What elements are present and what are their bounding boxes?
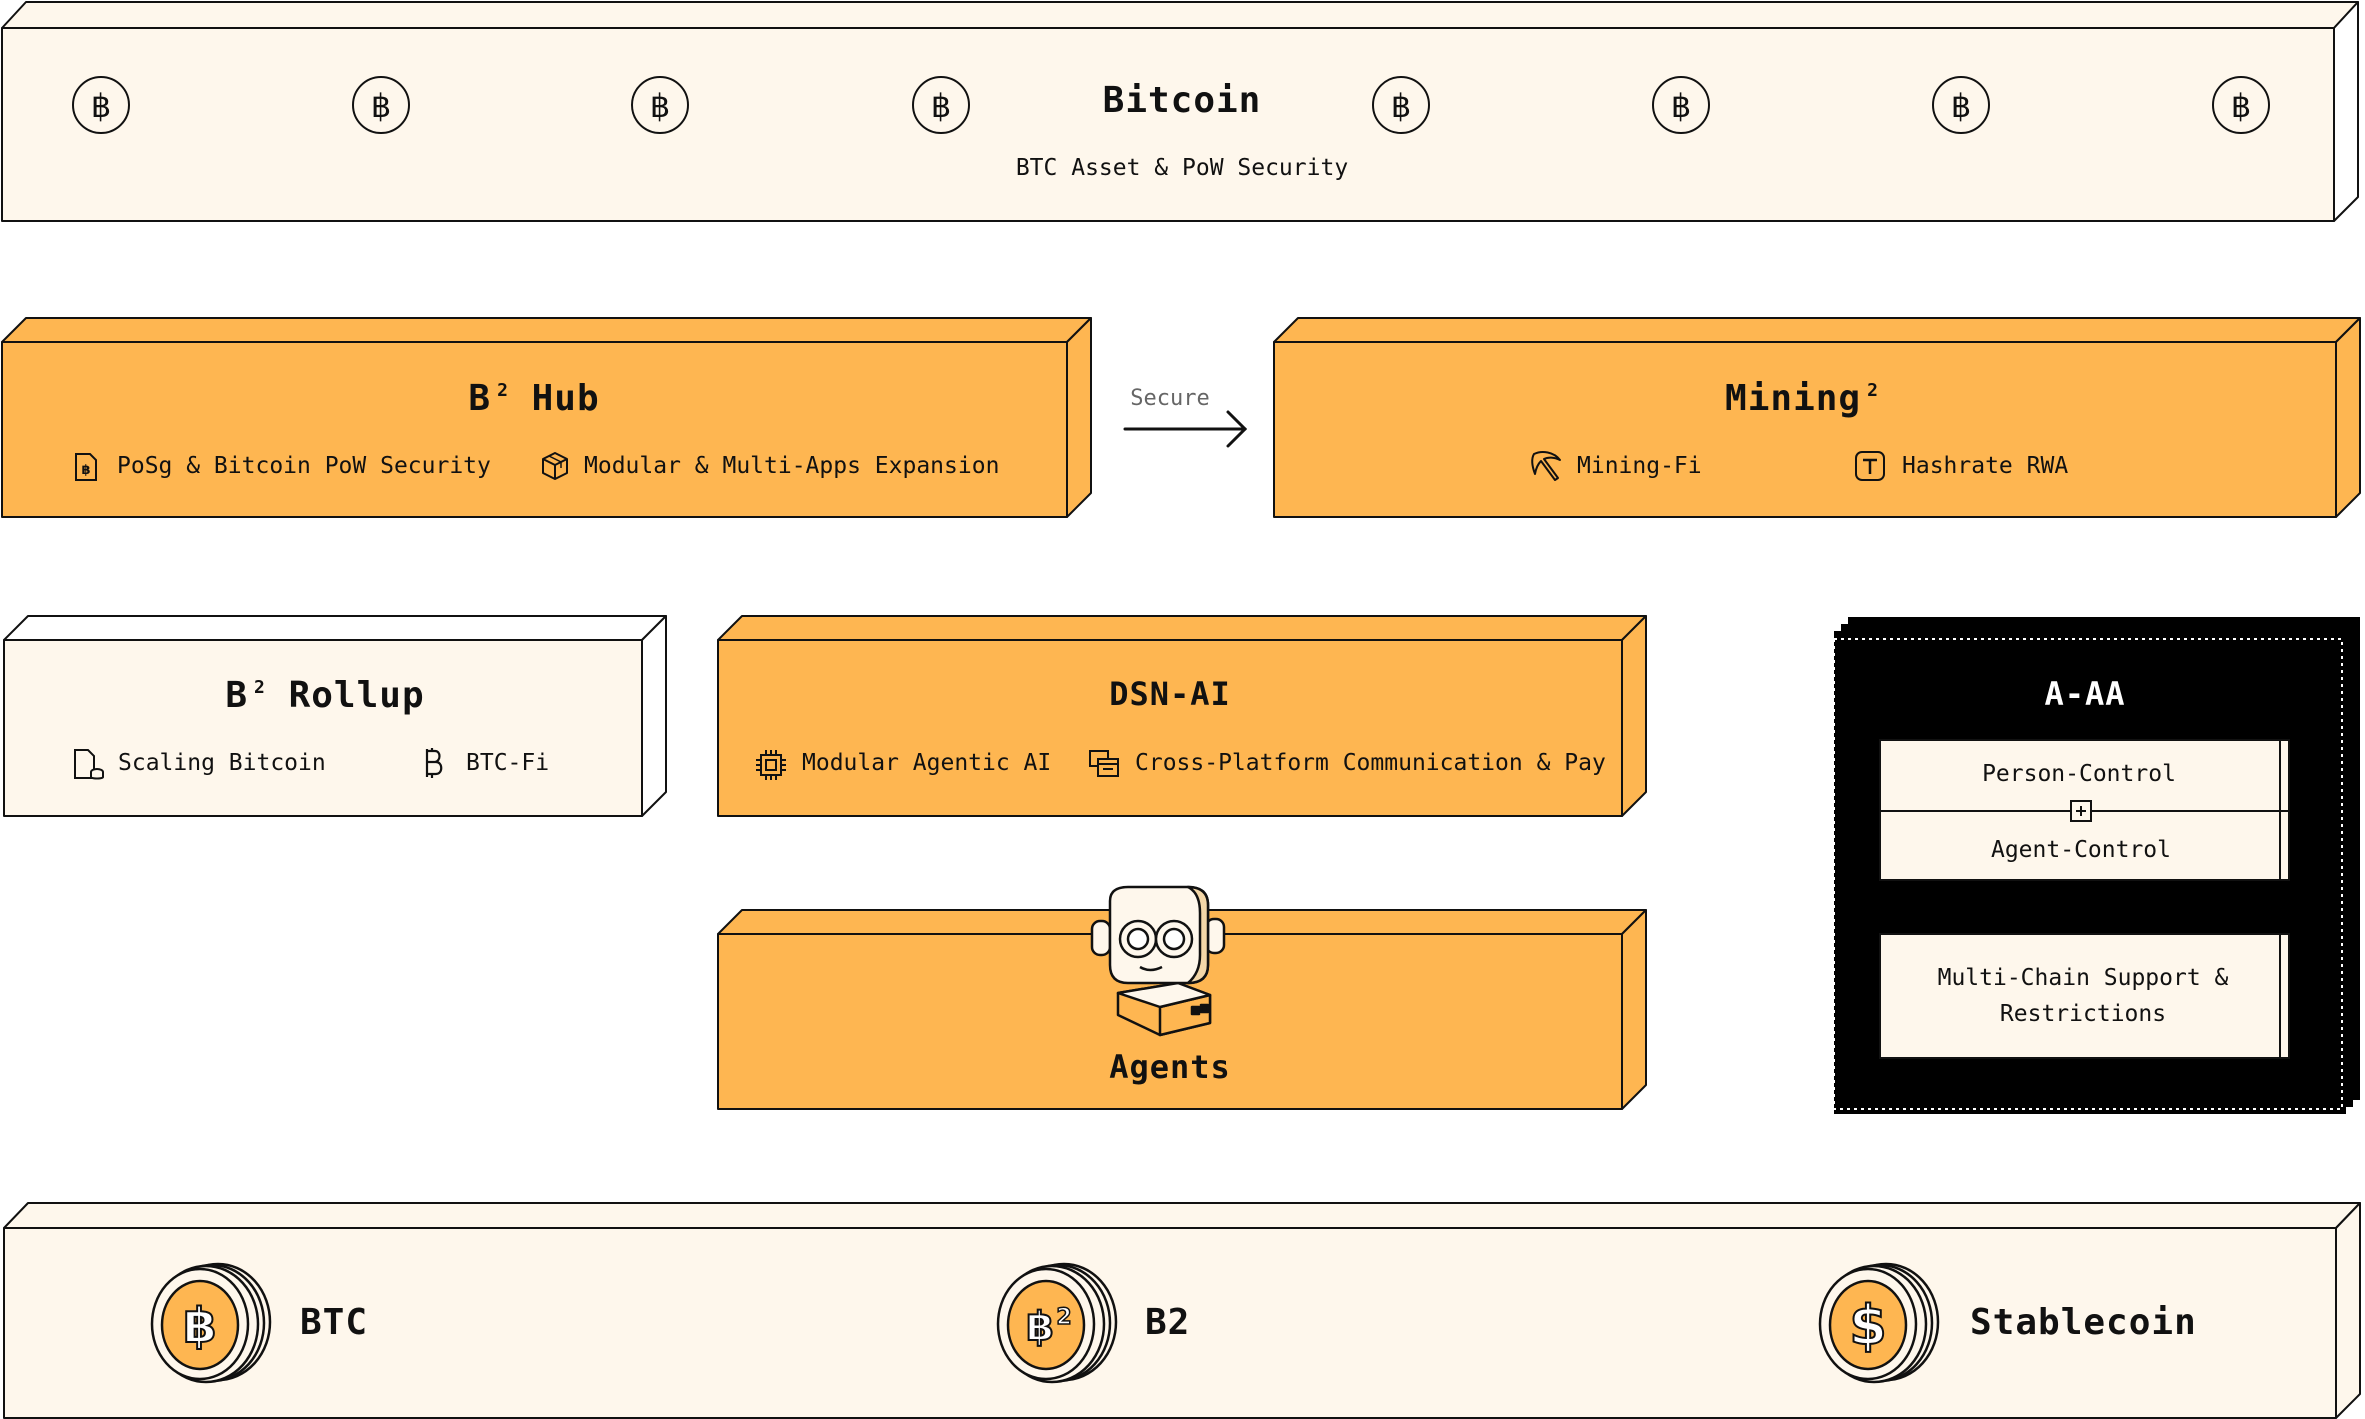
svg-text:฿: ฿ [81,463,90,478]
svg-text:฿: ฿ [91,87,111,125]
svg-text:฿: ฿ [1026,1304,1054,1350]
pickaxe-icon [1531,451,1561,481]
b2-coin-icon: ฿ 2 [996,1262,1118,1384]
mining-feature-mining-fi: Mining-Fi [1577,453,1702,479]
dsn-ai-title: DSN-AI [1109,675,1231,713]
svg-text:฿: ฿ [931,87,951,125]
bitcoin-circle-icon: ฿ [1652,76,1710,134]
svg-text:฿: ฿ [650,87,670,125]
dsn-ai-box [717,615,1647,817]
dsn-feature-modular-ai: Modular Agentic AI [802,750,1052,776]
rollup-feature-btcfi: BTC-Fi [466,750,550,776]
btc-coin-icon: ฿ [150,1262,272,1384]
svg-text:฿: ฿ [2231,87,2251,125]
multichain-line-2: Restrictions [1999,1001,2167,1027]
rollup-box [3,615,667,817]
b2-asset-label: B2 [1145,1302,1191,1343]
dollar-coin-icon: $ [1818,1262,1940,1384]
chip-icon [756,750,786,780]
bitcoin-circle-icon: ฿ [72,76,130,134]
bitcoin-circle-icon: ฿ [1932,76,1990,134]
agent-control-label: Agent-Control [1990,837,2172,863]
rollup-feature-scaling: Scaling Bitcoin [118,750,326,776]
hub-box [1,317,1092,518]
aaa-box [1833,617,2360,1114]
person-control-label: Person-Control [1982,761,2176,787]
windows-icon [1089,750,1119,777]
bitcoin-symbol-icon [425,748,443,778]
svg-text:฿: ฿ [1391,87,1411,125]
bitcoin-circle-icon: ฿ [2212,76,2270,134]
bitcoin-circle-icon: ฿ [1372,76,1430,134]
robot-icon [1090,885,1226,1037]
svg-text:฿: ฿ [371,87,391,125]
mining-feature-hashrate: Hashrate RWA [1902,453,2069,479]
svg-text:฿: ฿ [183,1298,216,1354]
secure-label: Secure [1130,386,1210,411]
bitcoin-subtitle: BTC Asset & PoW Security [1015,155,1349,181]
svg-text:฿: ฿ [1951,87,1971,125]
svg-text:2: 2 [1056,1305,1071,1330]
bitcoin-document-icon: ฿ [75,453,97,481]
bitcoin-circle-icon: ฿ [912,76,970,134]
document-coins-icon [74,749,104,780]
mining-box [1273,317,2361,518]
agents-title: Agents [1109,1048,1231,1086]
hub-feature-modular: Modular & Multi-Apps Expansion [584,453,1000,479]
assets-layer-box [3,1202,2361,1419]
cube-icon [542,452,568,480]
svg-text:$: $ [1849,1294,1887,1357]
bitcoin-title: Bitcoin [1102,80,1262,121]
bitcoin-circle-icon: ฿ [352,76,410,134]
hub-feature-posg: PoSg & Bitcoin PoW Security [117,453,491,479]
btc-asset-label: BTC [300,1302,369,1343]
t-box-icon [1855,451,1885,481]
svg-text:฿: ฿ [1671,87,1691,125]
stablecoin-asset-label: Stablecoin [1970,1302,2197,1343]
dsn-feature-cross-platform: Cross-Platform Communication & Pay [1135,750,1606,776]
bitcoin-circle-icon: ฿ [631,76,689,134]
aaa-title: A-AA [2044,675,2126,713]
multichain-line-1: Multi-Chain Support & [1937,965,2229,991]
secure-arrow [1123,410,1248,448]
